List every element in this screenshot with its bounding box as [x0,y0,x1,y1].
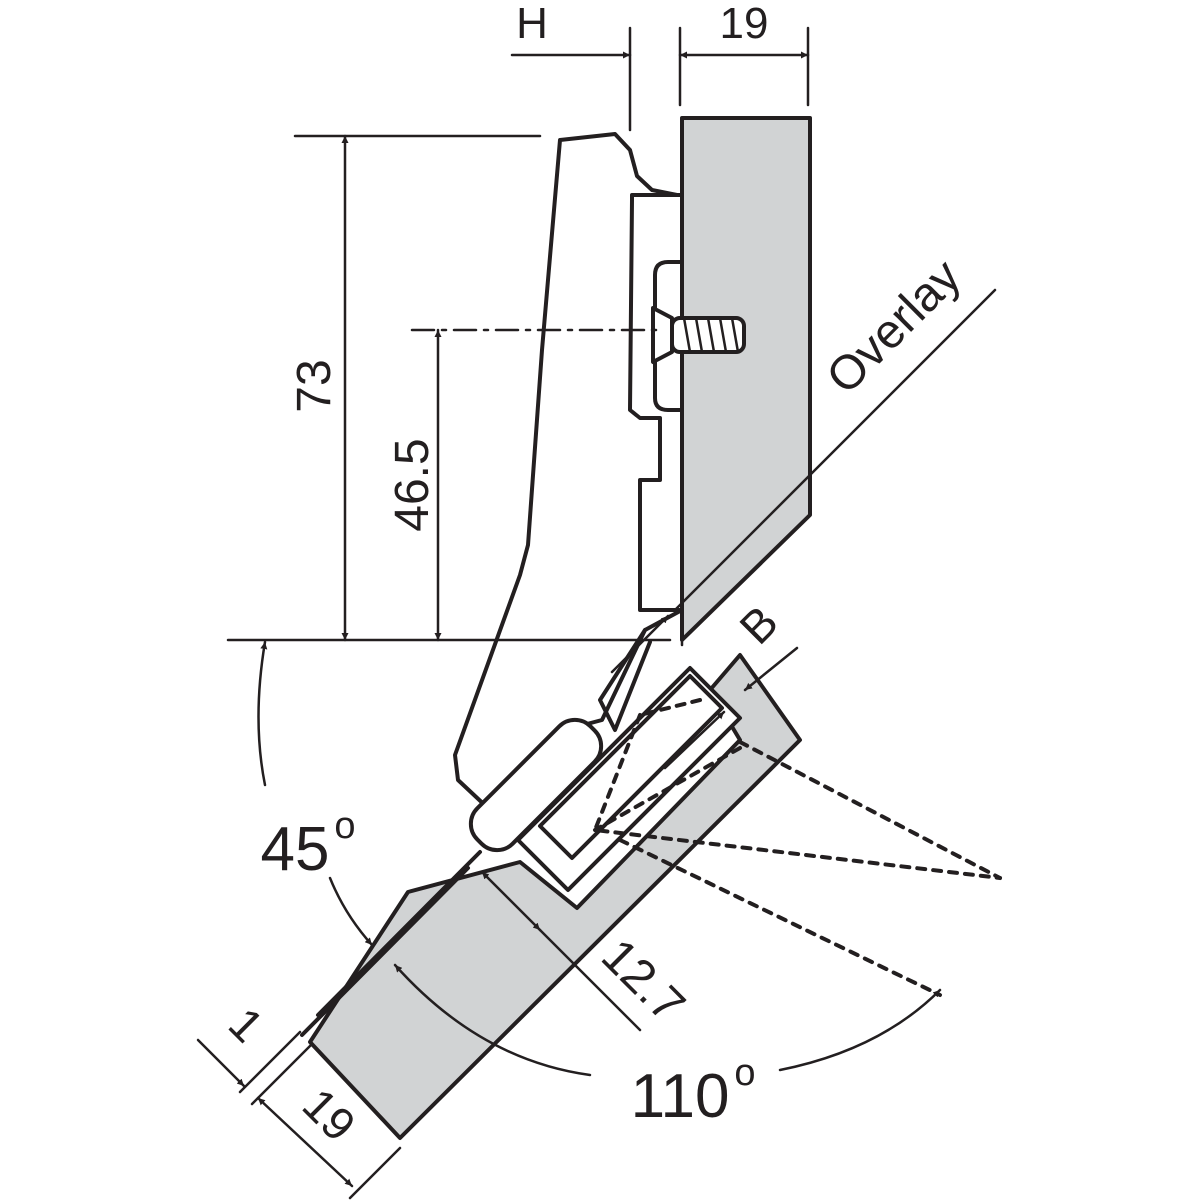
dim-46-5-label: 46.5 [386,438,439,531]
bottom-19-ext [348,1146,402,1200]
door-panel [308,653,802,1140]
dim-12-7-leader [538,928,642,1032]
angle-45-arc-top [257,640,268,787]
b-label: B [729,595,787,653]
top-19-label: 19 [720,0,769,48]
cabinet-side-panel [680,116,812,642]
gap-1-label: 1 [219,997,274,1052]
angle-110-arc-left [393,963,592,1077]
h-label: H [516,0,548,48]
angle-45-label: 45 [261,815,330,884]
hinge-link [598,628,652,732]
door-front-line-2 [300,866,470,1037]
b-leader [743,646,799,692]
dim-12-7-label: 12.7 [591,929,695,1033]
angle-45-arc-bottom [328,876,374,947]
open-door-outline-3 [618,698,942,997]
dim-12-7-line [480,870,542,932]
door-front-line [316,850,482,1017]
overlay-label: Overlay [817,250,971,404]
hinge-cup-inner [538,674,724,860]
open-door-outline-2 [593,746,742,832]
angle-45-degree: o [334,805,355,847]
overlay-leader [673,288,997,612]
mounting-screw [651,306,746,364]
open-door-outline-1 [593,713,1002,880]
b-arrow-inner [663,710,726,770]
gap-1-ext-b [250,1042,314,1106]
angle-110-degree: o [734,1052,755,1094]
angle-110-arc-right [778,988,942,1072]
bottom-19-line [256,1096,354,1188]
hinge-boss [468,717,604,853]
overlay-arrow-a [610,614,670,674]
open-door-outline-4 [738,740,1002,880]
gap-1-ext-a [238,1030,302,1094]
gap-1-arrow [196,1038,246,1088]
dim-73-label: 73 [288,359,341,412]
angle-110-label: 110 [631,1062,730,1131]
